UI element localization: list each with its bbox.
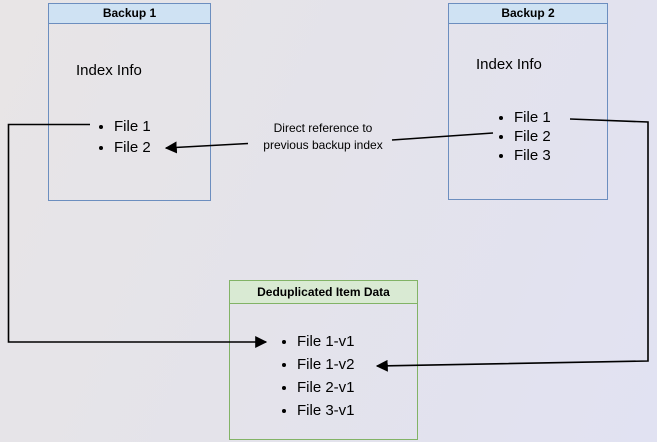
list-item: File 3-v1	[297, 399, 355, 422]
backup2-node: Backup 2 Index Info File 1 File 2 File 3	[448, 3, 608, 200]
dedup-file-list: File 1-v1 File 1-v2 File 2-v1 File 3-v1	[281, 330, 355, 422]
backup2-index-label: Index Info	[476, 56, 542, 73]
direct-reference-label-line1: Direct reference to	[273, 121, 373, 135]
list-item: File 1	[114, 116, 151, 137]
backup1-title: Backup 1	[49, 4, 210, 24]
dedup-body: File 1-v1 File 1-v2 File 2-v1 File 3-v1	[230, 304, 417, 439]
list-item: File 2	[114, 137, 151, 158]
backup2-title: Backup 2	[449, 4, 607, 24]
backup2-file-list: File 1 File 2 File 3	[498, 108, 551, 165]
direct-reference-label-line2: previous backup index	[263, 138, 383, 152]
backup2-body: Index Info File 1 File 2 File 3	[449, 24, 607, 199]
list-item: File 1-v2	[297, 353, 355, 376]
backup1-body: Index Info File 1 File 2	[49, 24, 210, 200]
dedup-title: Deduplicated Item Data	[230, 281, 417, 304]
backup1-index-label: Index Info	[76, 62, 142, 79]
direct-reference-label: Direct reference to previous backup inde…	[233, 120, 413, 154]
list-item: File 3	[514, 146, 551, 165]
list-item: File 2-v1	[297, 376, 355, 399]
backup1-node: Backup 1 Index Info File 1 File 2	[48, 3, 211, 201]
backup1-file-list: File 1 File 2	[98, 116, 151, 158]
list-item: File 1-v1	[297, 330, 355, 353]
list-item: File 1	[514, 108, 551, 127]
dedup-node: Deduplicated Item Data File 1-v1 File 1-…	[229, 280, 418, 440]
list-item: File 2	[514, 127, 551, 146]
